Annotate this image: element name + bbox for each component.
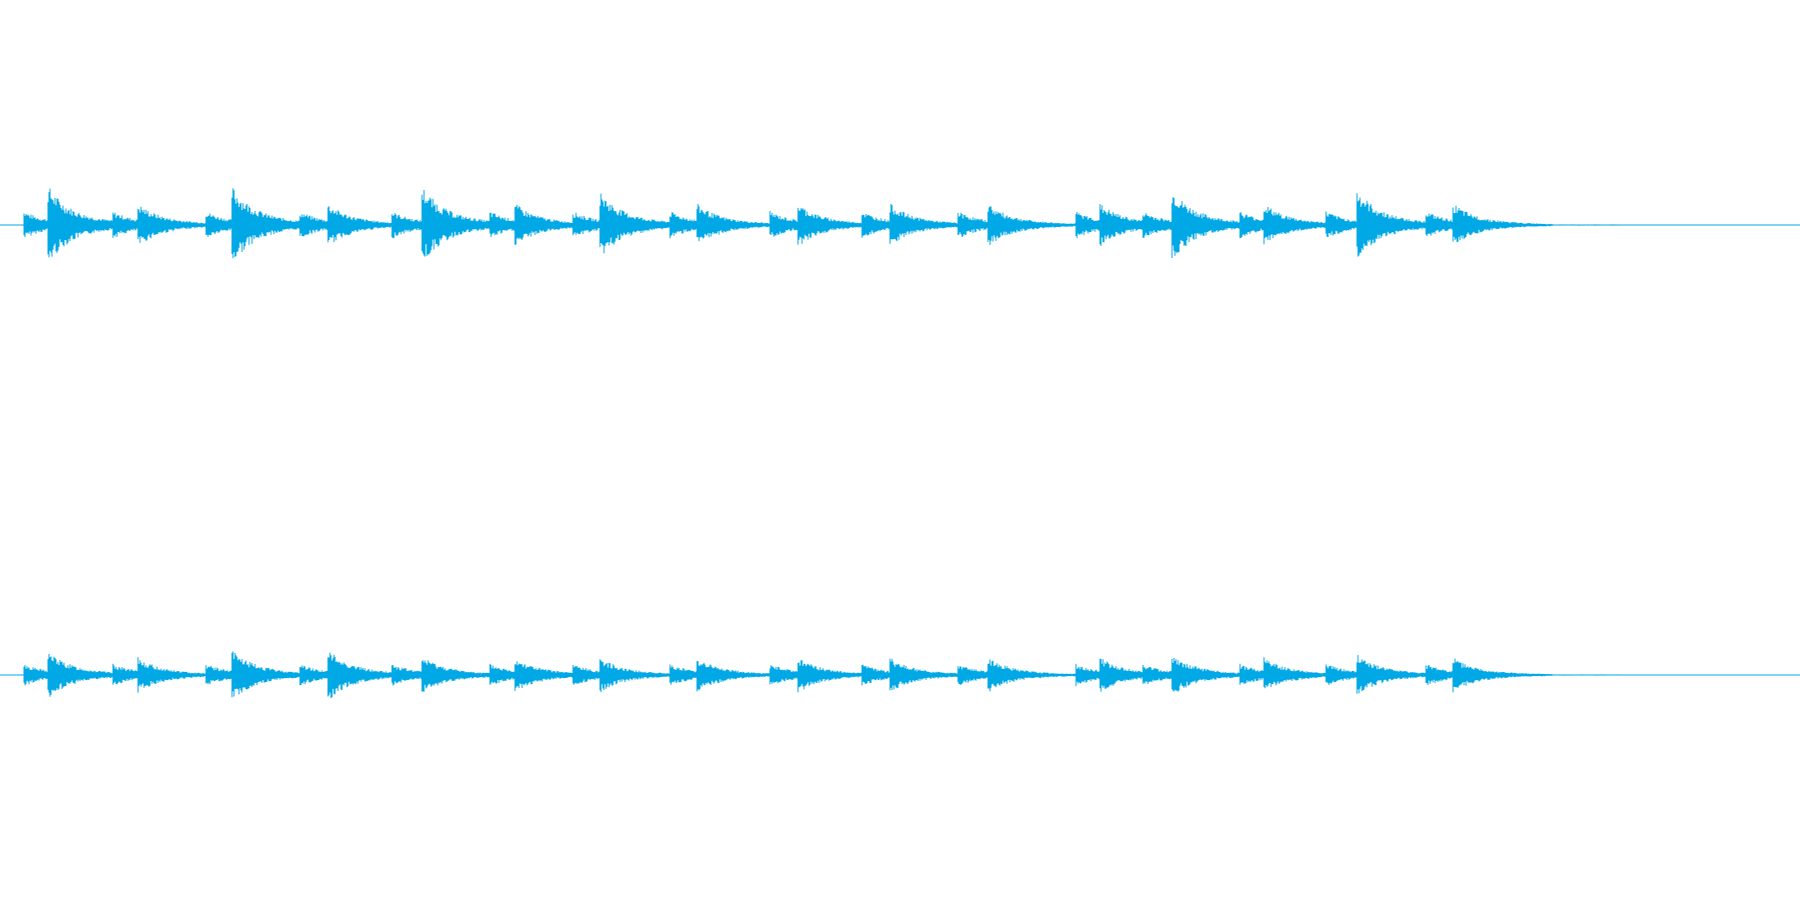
waveform-trace [19, 188, 1620, 259]
channel-right-waveform[interactable] [0, 450, 1800, 900]
channel-left-waveform[interactable] [0, 0, 1800, 450]
left-channel-svg [0, 188, 1800, 259]
waveform-trace [19, 651, 1620, 699]
right-channel-svg [0, 651, 1800, 699]
